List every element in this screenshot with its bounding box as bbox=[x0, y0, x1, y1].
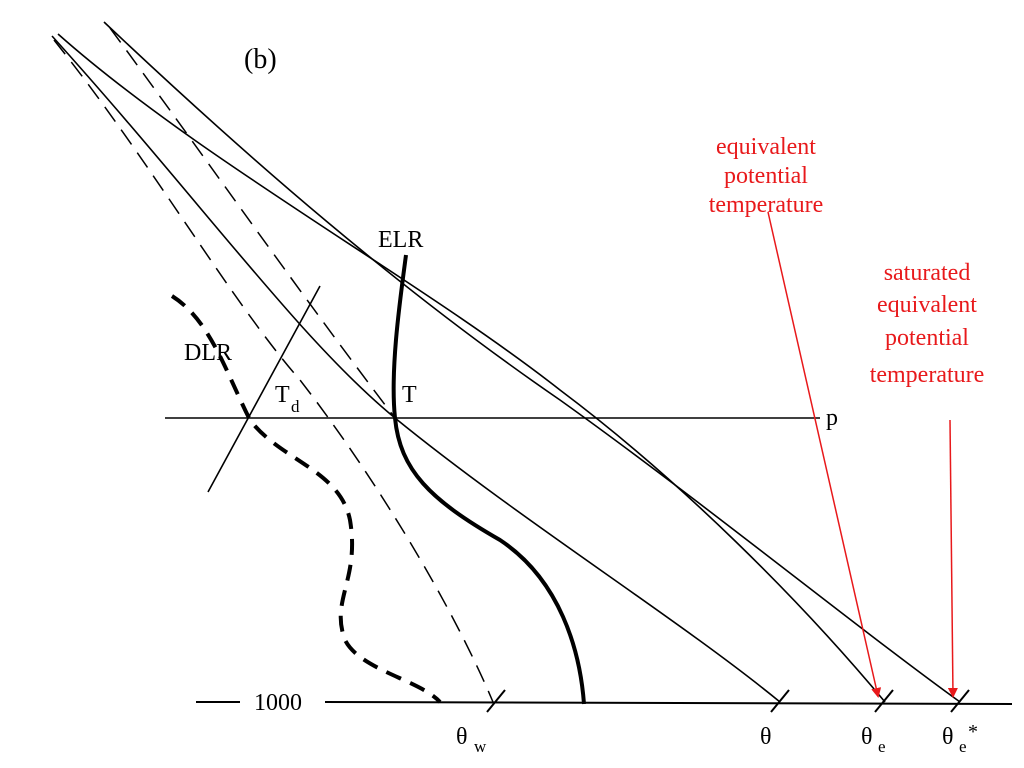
svg-text:θ: θ bbox=[456, 724, 468, 750]
theta-es-label: θ e * bbox=[942, 721, 978, 756]
dewpoint-lapse-rate-curve bbox=[170, 294, 442, 704]
t-label: T bbox=[402, 382, 417, 408]
panel-label: (b) bbox=[244, 44, 277, 75]
svg-text:potential: potential bbox=[724, 163, 808, 189]
dlr-label: DLR bbox=[184, 340, 232, 366]
pressure-1000-label: 1000 bbox=[254, 690, 302, 716]
svg-text:θ: θ bbox=[760, 724, 772, 750]
svg-text:temperature: temperature bbox=[870, 362, 985, 388]
saturated-adiabat-theta-w bbox=[53, 39, 494, 703]
tick-theta bbox=[770, 689, 790, 713]
svg-text:equivalent: equivalent bbox=[877, 292, 977, 318]
theta-e-label: θ e bbox=[861, 724, 886, 756]
environmental-lapse-rate-curve bbox=[391, 254, 586, 705]
svg-text:e: e bbox=[878, 737, 886, 756]
td-label: T d bbox=[275, 382, 300, 416]
svg-text:e: e bbox=[959, 737, 967, 756]
theta-label: θ bbox=[760, 724, 772, 750]
svg-text:equivalent: equivalent bbox=[716, 134, 816, 160]
moist-adiabat-theta-es bbox=[103, 21, 961, 703]
annotation-saturated-equivalent-potential-temperature: saturated equivalent potential temperatu… bbox=[870, 260, 985, 388]
tick-theta-w bbox=[486, 689, 506, 713]
saturation-mixing-ratio-line bbox=[109, 27, 396, 419]
svg-text:θ: θ bbox=[942, 724, 954, 750]
arrow-saturated bbox=[947, 419, 958, 698]
svg-text:w: w bbox=[474, 737, 487, 756]
svg-text:temperature: temperature bbox=[709, 192, 824, 218]
baseline-1000 bbox=[324, 701, 1013, 705]
svg-text:θ: θ bbox=[861, 724, 873, 750]
svg-text:*: * bbox=[968, 721, 978, 743]
annotation-equivalent-potential-temperature: equivalent potential temperature bbox=[709, 134, 824, 218]
dry-adiabat-theta bbox=[51, 35, 781, 703]
construction-line-td bbox=[207, 285, 321, 493]
theta-w-label: θ w bbox=[456, 724, 487, 756]
arrow-equivalent bbox=[767, 211, 882, 698]
elr-label: ELR bbox=[378, 227, 423, 253]
svg-text:d: d bbox=[291, 397, 300, 416]
svg-text:T: T bbox=[275, 382, 290, 408]
svg-text:saturated: saturated bbox=[884, 260, 971, 286]
svg-text:potential: potential bbox=[885, 325, 969, 351]
moist-adiabat-theta-e bbox=[57, 33, 886, 703]
tick-theta-e bbox=[874, 689, 894, 713]
tick-theta-es bbox=[950, 689, 970, 713]
pressure-p-label: p bbox=[826, 405, 838, 431]
